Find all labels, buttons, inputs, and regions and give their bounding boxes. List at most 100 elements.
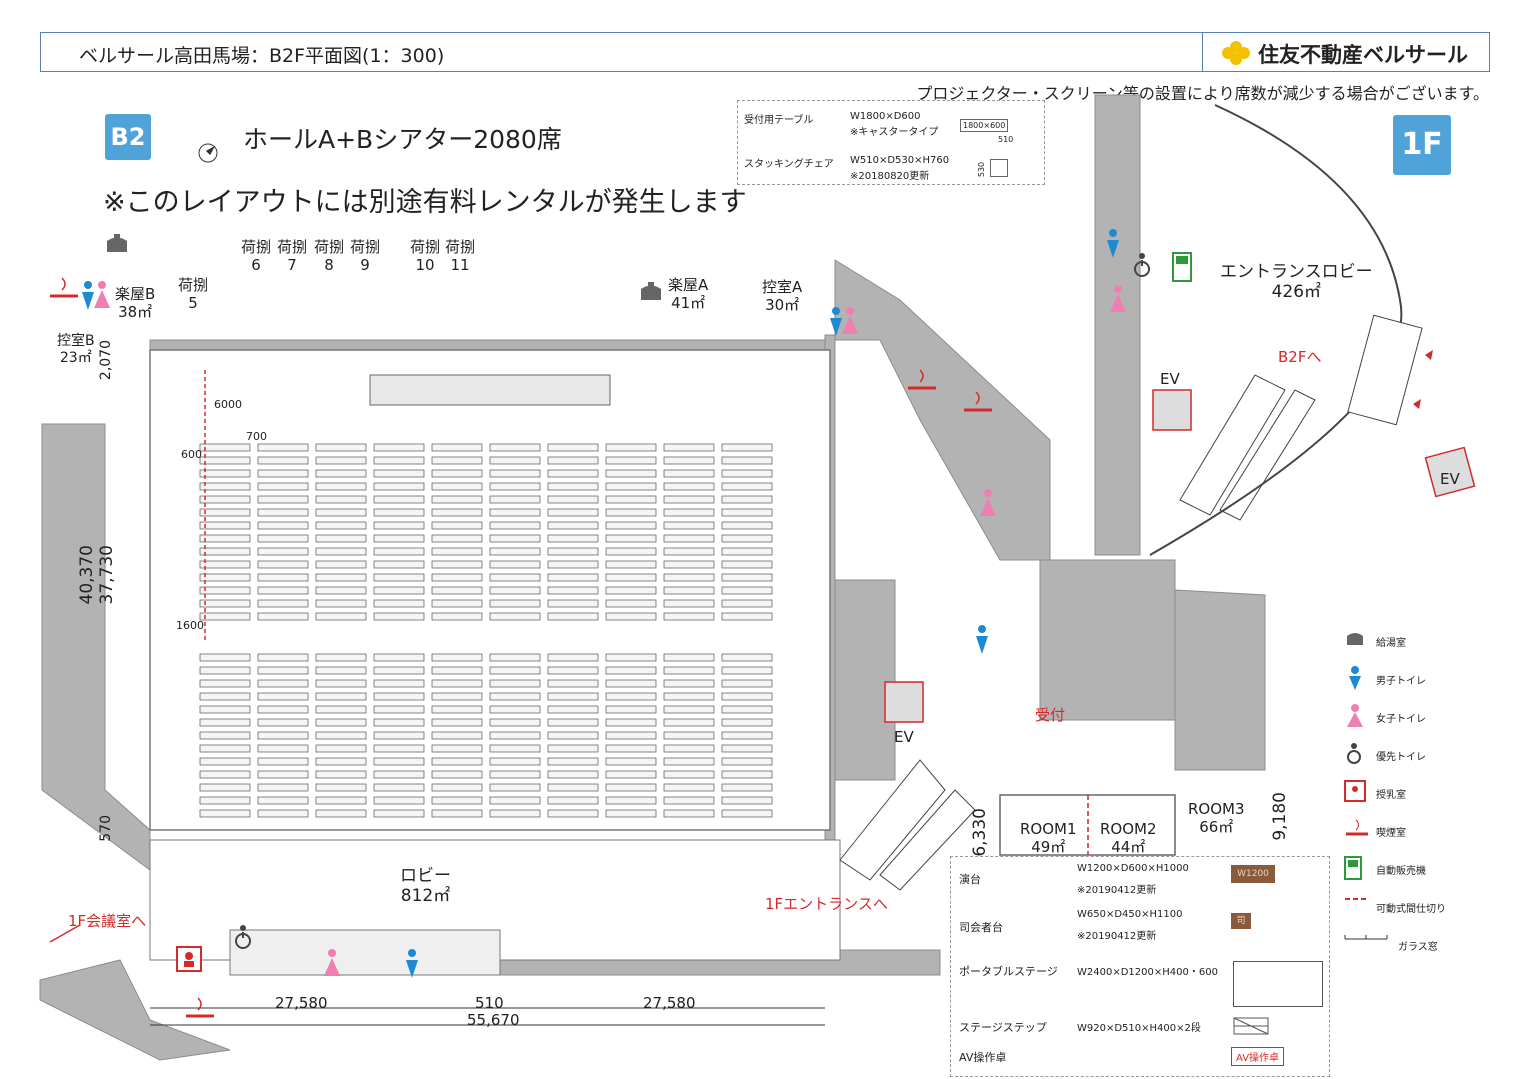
seat-row bbox=[315, 599, 367, 608]
seat-row bbox=[373, 612, 425, 621]
seat-row bbox=[315, 796, 367, 805]
escalator-bottom bbox=[839, 759, 976, 891]
seat-row bbox=[663, 586, 715, 595]
seat-row bbox=[199, 534, 251, 543]
seat-row bbox=[257, 679, 309, 688]
dim-700: 700 bbox=[246, 430, 267, 443]
seat-row bbox=[315, 560, 367, 569]
seat-row bbox=[721, 666, 773, 675]
seat-row bbox=[721, 547, 773, 556]
seat-row bbox=[547, 692, 599, 701]
seat-row bbox=[489, 456, 541, 465]
seat-row bbox=[663, 573, 715, 582]
f1-wall bbox=[1039, 559, 1176, 721]
seat-row bbox=[605, 547, 657, 556]
seat-row bbox=[315, 718, 367, 727]
seat-row bbox=[257, 560, 309, 569]
seat-row bbox=[663, 495, 715, 504]
seat-row bbox=[373, 495, 425, 504]
womens-toilet-icon bbox=[94, 281, 110, 308]
seat-row bbox=[547, 796, 599, 805]
spec-step: ステージステップ bbox=[959, 1021, 1047, 1034]
seat-row bbox=[373, 809, 425, 818]
table-size: 1800×600 bbox=[960, 119, 1009, 132]
seat-row bbox=[431, 508, 483, 517]
seat-row bbox=[257, 770, 309, 779]
mens-toilet-icon bbox=[1107, 229, 1119, 258]
portable-stage-symbol bbox=[1233, 961, 1323, 1007]
seat-row bbox=[721, 809, 773, 818]
seat-row bbox=[489, 809, 541, 818]
seat-row bbox=[489, 783, 541, 792]
seat-row bbox=[547, 809, 599, 818]
seat-row bbox=[199, 692, 251, 701]
seat-row bbox=[431, 443, 483, 452]
seat-row bbox=[315, 456, 367, 465]
seat-row bbox=[547, 456, 599, 465]
seat-row bbox=[373, 456, 425, 465]
seat-row bbox=[199, 495, 251, 504]
ev-label-b2: EV bbox=[894, 728, 914, 746]
seat-row bbox=[257, 731, 309, 740]
floor-badge-1f: 1F bbox=[1393, 115, 1451, 175]
seat-row bbox=[257, 718, 309, 727]
smoking-room-icon bbox=[908, 369, 936, 390]
seat-row bbox=[315, 744, 367, 753]
seat-row bbox=[489, 534, 541, 543]
seat-row bbox=[373, 679, 425, 688]
stage-step-symbol bbox=[1233, 1017, 1269, 1035]
seat-row bbox=[315, 443, 367, 452]
seat-row bbox=[663, 757, 715, 766]
seat-row bbox=[431, 679, 483, 688]
seat-row bbox=[373, 705, 425, 714]
dim-27580-right: 27,580 bbox=[643, 994, 696, 1012]
seat-row bbox=[315, 573, 367, 582]
brand-logo-icon bbox=[1222, 41, 1250, 65]
legend-item: 男子トイレ bbox=[1340, 666, 1510, 690]
seat-row bbox=[431, 770, 483, 779]
seat-row bbox=[315, 612, 367, 621]
seat-row bbox=[605, 482, 657, 491]
nursing-room-icon bbox=[1344, 780, 1366, 805]
seat-row bbox=[721, 495, 773, 504]
seat-row bbox=[199, 443, 251, 452]
seat-row bbox=[605, 718, 657, 727]
seat-row bbox=[721, 718, 773, 727]
seat-row bbox=[605, 443, 657, 452]
seat-row bbox=[199, 599, 251, 608]
seat-row bbox=[489, 599, 541, 608]
seat-row bbox=[547, 757, 599, 766]
seat-row bbox=[489, 666, 541, 675]
chair-label: スタッキングチェア bbox=[744, 159, 834, 170]
seat-row bbox=[373, 692, 425, 701]
seat-row bbox=[721, 560, 773, 569]
seat-row bbox=[489, 547, 541, 556]
legend-label: 授乳室 bbox=[1376, 790, 1406, 801]
seat-row bbox=[605, 599, 657, 608]
seat-row bbox=[663, 796, 715, 805]
seat-row bbox=[547, 666, 599, 675]
seat-row bbox=[199, 705, 251, 714]
seat-row bbox=[489, 586, 541, 595]
chair-note: ※20180820更新 bbox=[850, 171, 930, 182]
hall-layout-title: ホールA+Bシアター2080席 bbox=[243, 125, 562, 154]
seat-row bbox=[431, 718, 483, 727]
page-title: ベルサール高田馬場：B2F平面図(1：300) bbox=[79, 45, 445, 67]
seat-row bbox=[199, 783, 251, 792]
seat-row bbox=[547, 770, 599, 779]
seat-row bbox=[547, 731, 599, 740]
escalator-top bbox=[1179, 374, 1316, 521]
seat-row bbox=[721, 783, 773, 792]
legend-label: 給湯室 bbox=[1376, 638, 1406, 649]
seat-row bbox=[605, 560, 657, 569]
seat-row bbox=[373, 796, 425, 805]
seat-row bbox=[257, 534, 309, 543]
revolving-door bbox=[1347, 314, 1423, 426]
spec-mc-tag: 司 bbox=[1231, 913, 1251, 929]
legend-label: 男子トイレ bbox=[1376, 676, 1426, 687]
lobby-toilets bbox=[229, 929, 501, 976]
diagonal-wall-right bbox=[834, 259, 1051, 561]
